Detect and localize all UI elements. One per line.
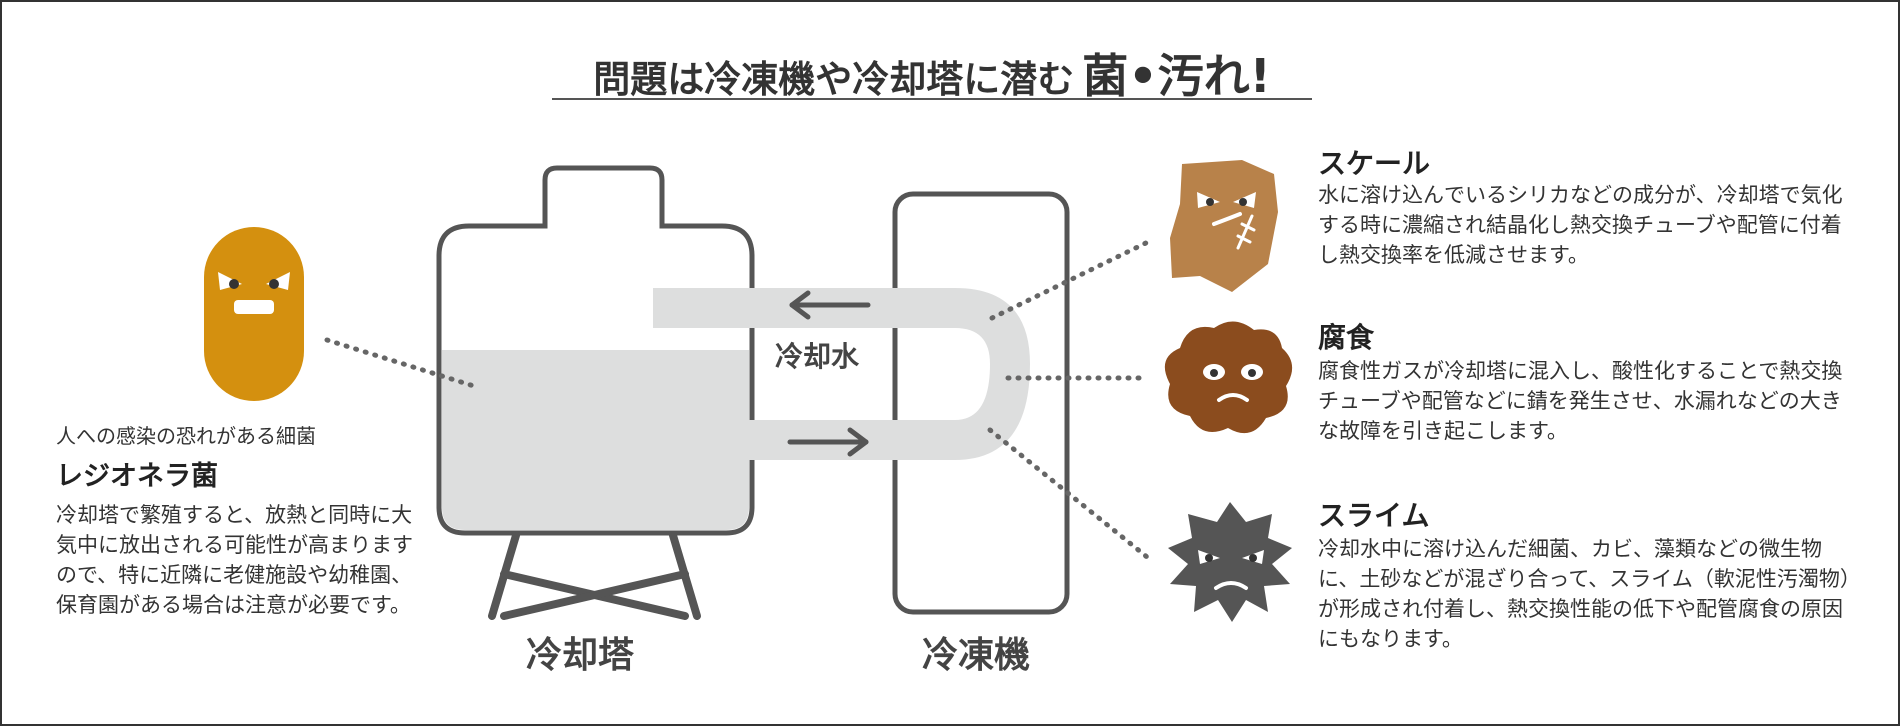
legionella-subtitle: 人への感染の恐れがある細菌 [56,424,316,448]
title-emphasis: 菌•汚れ! [1082,49,1271,103]
cooling-tower-water [442,350,749,530]
corrosion-description: 腐食性ガスが冷却塔に混入し、酸性化することで熱交換チューブや配管などに錆を発生さ… [1318,359,1843,443]
scale-icon [1170,160,1278,292]
cooling-tower-legs [488,528,701,620]
legionella-germ-icon [204,227,304,401]
scale-name: スケール [1318,147,1431,180]
chiller-body [892,191,1070,615]
slime-description: 冷却水中に溶け込んだ細菌、カビ、藻類などの微生物に、土砂などが混ざり合って、スラ… [1318,537,1851,651]
flow-arrow-left [789,290,871,320]
slime-name: スライム [1318,499,1430,532]
dotted-connectors [324,237,1155,560]
legionella-description: 冷却塔で繁殖すると、放熱と同時に大気中に放出される可能性が高まりますので、特に近… [56,503,413,617]
scale-description: 水に溶け込んでいるシリカなどの成分が、冷却塔で気化する時に濃縮され結晶化し熱交換… [1318,183,1843,267]
slime-icon [1168,502,1292,622]
chiller-label: 冷凍機 [922,635,1031,676]
title-main: 問題は冷凍機や冷却塔に潜む [593,58,1075,101]
legionella-name: レジオネラ菌 [56,461,218,492]
corrosion-icon [1164,321,1293,434]
cooling-tower-label: 冷却塔 [526,635,635,676]
title-underline [552,98,1312,100]
page-title: 問題は冷凍機や冷却塔に潜む菌•汚れ! [552,40,1312,106]
corrosion-name: 腐食 [1318,321,1375,354]
flow-arrow-right [787,427,869,457]
cooling-water-pipe [653,288,1030,460]
cooling-water-label: 冷却水 [775,340,860,373]
